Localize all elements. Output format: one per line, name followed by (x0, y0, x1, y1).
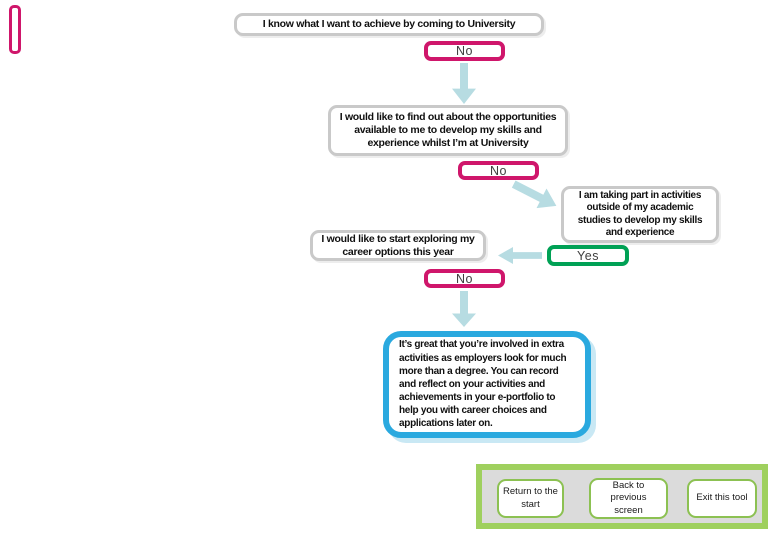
exit-tool-button[interactable]: Exit this tool (687, 479, 757, 518)
statement-achieve: I know what I want to achieve by coming … (234, 13, 544, 36)
no-button-1[interactable]: No (424, 41, 505, 61)
edge-clipped-shape (9, 5, 21, 54)
statement-activities: I am taking part in activities outside o… (561, 186, 719, 243)
arrow-down-icon (452, 291, 476, 327)
no-button-3[interactable]: No (424, 269, 505, 288)
result-message-box: It’s great that you’re involved in extra… (383, 331, 591, 438)
no-button-2[interactable]: No (458, 161, 539, 180)
return-to-start-button[interactable]: Return to the start (497, 479, 564, 518)
statement-exploring: I would like to start exploring my caree… (310, 230, 486, 261)
navigation-panel: Return to the start Back to previous scr… (476, 464, 768, 529)
yes-button[interactable]: Yes (547, 245, 629, 266)
arrow-left-icon (498, 247, 542, 264)
statement-find-out: I would like to find out about the oppor… (328, 105, 568, 156)
arrow-down-icon (452, 63, 476, 104)
arrow-down-right-icon (511, 180, 557, 209)
back-to-previous-button[interactable]: Back to previous screen (589, 478, 668, 519)
